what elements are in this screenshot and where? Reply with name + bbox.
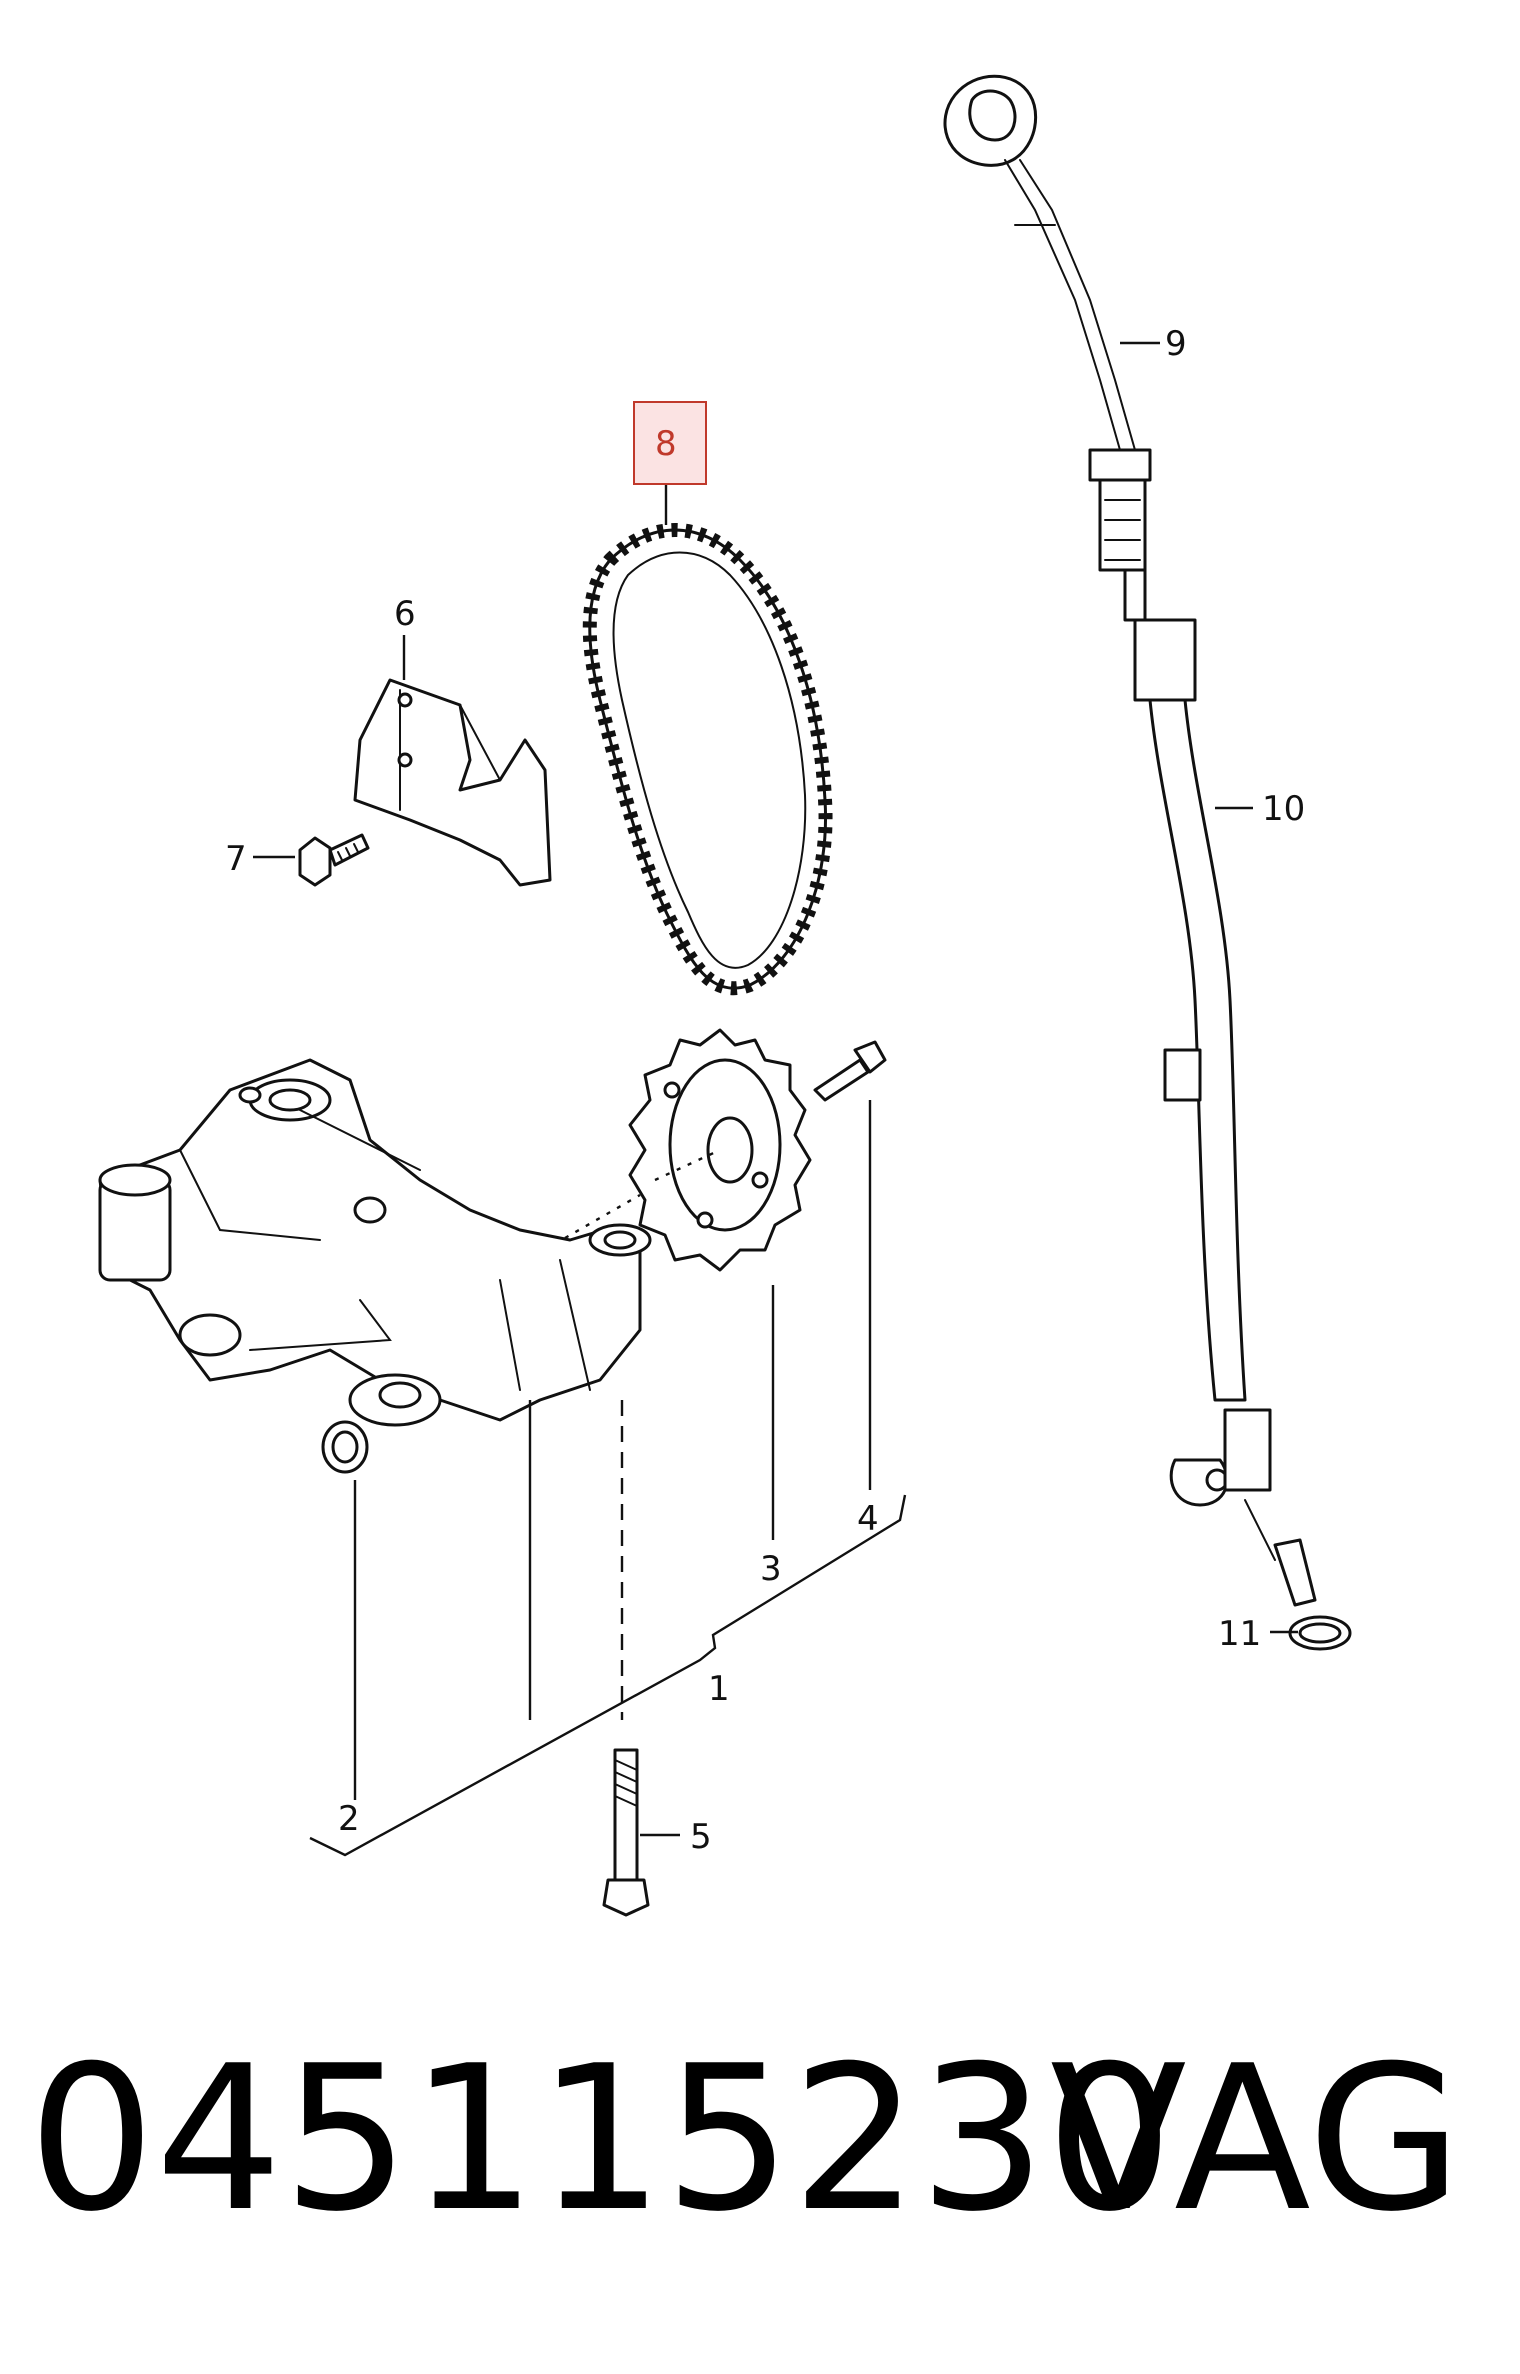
tensioner-bolt xyxy=(298,833,370,887)
callout-6: 6 xyxy=(394,594,416,634)
oil-pump-housing xyxy=(98,1058,652,1427)
callout-8: 8 xyxy=(655,424,677,464)
callout-4: 4 xyxy=(857,1499,879,1539)
callout-7: 7 xyxy=(225,839,247,879)
sprocket xyxy=(628,1028,812,1272)
callout-3: 3 xyxy=(760,1549,782,1589)
chain-tensioner xyxy=(353,678,552,887)
guide-tube xyxy=(1088,448,1317,1607)
callout-8-highlight xyxy=(633,401,707,485)
callout-10: 10 xyxy=(1262,789,1305,829)
footer: 045115230 VAG xyxy=(0,2040,1520,2300)
parts-diagram: 1 2 3 4 5 6 7 8 9 10 11 xyxy=(98,74,1352,1917)
long-bolt xyxy=(602,1748,650,1917)
callout-11: 11 xyxy=(1218,1614,1261,1654)
callout-2: 2 xyxy=(338,1799,360,1839)
sprocket-bolt xyxy=(813,1040,887,1102)
dipstick xyxy=(943,74,1136,451)
timing-chain xyxy=(582,523,833,996)
callout-5: 5 xyxy=(690,1817,712,1857)
brand-name: VAG xyxy=(1050,2023,1463,2256)
callout-9: 9 xyxy=(1165,324,1187,364)
callout-labels: 1 2 3 4 5 6 7 8 9 10 11 xyxy=(225,324,1305,1857)
callout-1: 1 xyxy=(708,1669,730,1709)
leader-lines xyxy=(253,341,1298,1857)
part-number: 045115230 xyxy=(28,2023,1174,2256)
